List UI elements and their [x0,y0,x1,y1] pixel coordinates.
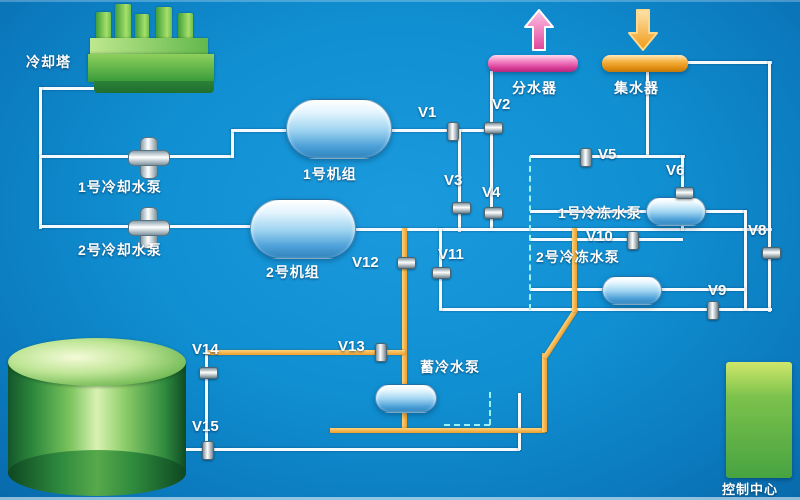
pipe-segment [744,210,747,310]
storage-pipe-segment [572,228,577,312]
storage-pipe-segment [402,228,407,388]
control-center-label: 控制中心 [722,482,779,497]
chiller-1-label: 1号机组 [303,166,357,182]
collector[interactable] [602,55,688,72]
pipe-segment [646,71,649,158]
cooling-tower-cell [156,7,172,40]
collector-label: 集水器 [614,80,659,96]
chiller-1[interactable] [286,99,392,159]
valve-V3-label: V3 [444,172,463,189]
pipe-segment [530,210,747,213]
storage-pump-label: 蓄冷水泵 [420,359,480,375]
cooling-tower-body [88,54,214,82]
valve-V10-icon[interactable] [627,231,639,250]
pipe-segment [530,155,685,158]
screen-edge [0,497,800,500]
cooling-tower-base [94,81,214,93]
valve-V1-label: V1 [418,104,437,121]
valve-V3-icon[interactable] [452,202,471,214]
chilled-pump-1[interactable] [646,197,706,226]
valve-V15-icon[interactable] [202,441,214,460]
valve-V2-label: V2 [492,96,511,113]
chilled-pump-1-label: 1号冷冻水泵 [558,205,642,221]
storage-pump[interactable] [375,384,437,413]
valve-V9-label: V9 [708,282,727,299]
valve-V6-label: V6 [666,162,685,179]
pipe-segment [40,87,120,90]
valve-V9-icon[interactable] [707,301,719,320]
valve-V12-icon[interactable] [397,257,416,269]
storage-tank[interactable] [8,338,186,496]
valve-V4-label: V4 [482,184,501,201]
cooling-tower-cell [135,14,149,40]
signal-line [444,424,490,426]
pipe-segment [388,129,493,132]
distributor[interactable] [488,55,578,72]
valve-V5-label: V5 [598,146,617,163]
valve-V13-icon[interactable] [375,343,387,362]
pipe-segment [686,61,772,64]
cooling-pump-1-label: 1号冷却水泵 [78,179,162,195]
pipe-segment [490,71,493,231]
valve-V1-icon[interactable] [447,122,459,141]
pipe-segment [768,61,771,312]
valve-V10-label: V10 [586,228,613,245]
cooling-tower-cell [96,12,111,40]
distributor-label: 分水器 [512,80,557,96]
pump-body [128,150,170,166]
signal-line [489,392,491,425]
pipe-segment [518,393,521,450]
valve-V4-icon[interactable] [484,207,503,219]
pipe-segment [353,228,772,231]
pipe-segment [439,308,772,311]
valve-V11-label: V11 [438,246,464,263]
control-center[interactable] [726,362,792,478]
valve-V12-label: V12 [352,254,379,271]
storage-pipe-segment [330,428,545,433]
pipe-segment [530,238,683,241]
cooling-tower[interactable] [88,4,216,96]
chilled-pump-2-label: 2号冷冻水泵 [536,249,620,265]
chiller-2-label: 2号机组 [266,264,320,280]
cooling-pump-2-label: 2号冷却水泵 [78,242,162,258]
screen-edge [0,0,800,2]
cooling-tower-deck [90,38,208,55]
pipe-segment [205,350,208,450]
cooling-tower-cell [178,13,193,40]
flow-down-arrow-icon [628,9,658,51]
cooling-tower-label: 冷却塔 [26,54,71,70]
valve-V11-icon[interactable] [432,267,451,279]
cooling-tower-cell [115,4,131,40]
chiller-2[interactable] [250,199,356,259]
valve-V14-icon[interactable] [199,367,218,379]
storage-pipe-segment [542,353,547,432]
signal-line [529,156,531,310]
valve-V14-label: V14 [192,341,219,358]
pump-body [128,220,170,236]
valve-V5-icon[interactable] [580,148,592,167]
storage-pipe-segment [205,350,405,355]
valve-V6-icon[interactable] [675,187,694,199]
valve-V15-label: V15 [192,418,219,435]
cooling-pump-2[interactable] [128,207,170,249]
storage-pipe-segment [542,307,579,360]
pipe-segment [458,129,461,232]
valve-V13-label: V13 [338,338,365,355]
tank-top [8,338,186,386]
pipe-segment [184,448,520,451]
valve-V8-icon[interactable] [762,247,781,259]
valve-V8-label: V8 [748,222,767,239]
pipe-segment [231,129,234,158]
valve-V2-icon[interactable] [484,122,503,134]
pipe-segment [231,129,288,132]
chilled-pump-2[interactable] [602,276,662,305]
tank-bottom [8,450,186,496]
storage-pipe-segment [402,410,407,432]
cooling-pump-1[interactable] [128,137,170,179]
pipe-segment [39,87,42,229]
flow-up-arrow-icon [524,9,554,51]
